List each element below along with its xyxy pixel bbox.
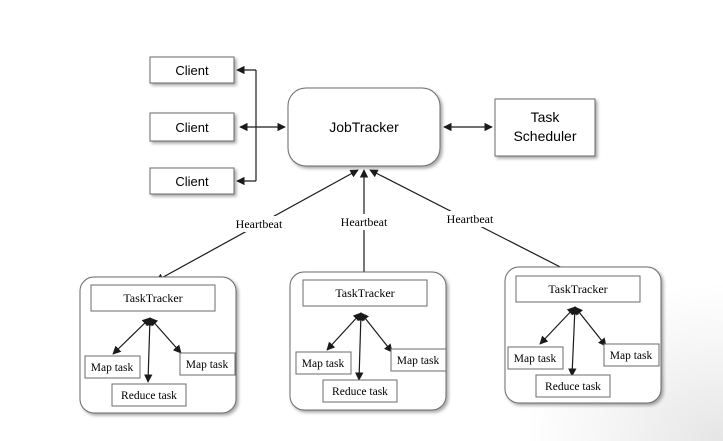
- reduce-task-1: Reduce task: [121, 390, 177, 402]
- svg-text:Client: Client: [175, 63, 209, 78]
- reduce-task-3: Reduce task: [545, 381, 601, 393]
- tasktracker-3: TaskTracker: [548, 282, 607, 296]
- heartbeat-label-left: Heartbeat: [236, 217, 283, 231]
- client-3: Client: [149, 167, 235, 195]
- heartbeat-label-center: Heartbeat: [341, 215, 388, 229]
- svg-text:Client: Client: [175, 174, 209, 189]
- svg-text:JobTracker: JobTracker: [329, 119, 399, 135]
- map-task-3a: Map task: [514, 353, 557, 365]
- client-1: Client: [149, 56, 235, 84]
- map-task-2b: Map task: [397, 355, 440, 367]
- heartbeat-label-bg-left: [232, 216, 286, 232]
- reduce-task-2: Reduce task: [332, 386, 388, 398]
- client-2: Client: [149, 112, 235, 142]
- jobtracker-node: JobTracker: [287, 87, 441, 167]
- task-scheduler-node: Task Scheduler: [494, 98, 596, 157]
- map-task-3b: Map task: [610, 350, 653, 362]
- client-connectors: [236, 65, 286, 186]
- svg-text:Client: Client: [175, 120, 209, 135]
- worker-node-2: TaskTracker Map task Map task Reduce tas…: [289, 271, 447, 411]
- svg-text:Task: Task: [531, 109, 561, 125]
- heartbeat-label-bg-right: [443, 211, 497, 227]
- worker-node-3: TaskTracker Map task Map task Reduce tas…: [504, 266, 662, 404]
- map-task-2a: Map task: [302, 358, 345, 370]
- heartbeat-label-right: Heartbeat: [447, 212, 494, 226]
- worker-node-1: TaskTracker Map task Map task Reduce tas…: [79, 276, 237, 414]
- svg-text:Scheduler: Scheduler: [513, 128, 576, 144]
- tasktracker-1: TaskTracker: [123, 291, 182, 305]
- heartbeat-label-bg-center: [337, 214, 391, 230]
- map-task-1b: Map task: [186, 359, 229, 371]
- map-task-1a: Map task: [91, 362, 134, 374]
- tasktracker-2: TaskTracker: [335, 286, 394, 300]
